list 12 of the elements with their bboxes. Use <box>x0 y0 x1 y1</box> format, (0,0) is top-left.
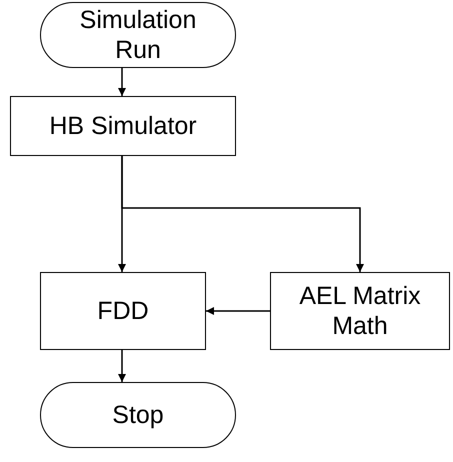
node-label: HB Simulator <box>49 111 197 141</box>
arrow <box>118 68 126 96</box>
node-label: AEL Matrix Math <box>298 281 422 341</box>
node-label: Simulation Run <box>80 5 196 65</box>
node-label: FDD <box>97 296 149 326</box>
process-box <box>40 272 206 350</box>
process-box <box>10 96 236 156</box>
node-label: Stop <box>112 400 164 430</box>
process-box <box>270 272 450 350</box>
arrow <box>206 307 270 315</box>
arrow <box>121 156 364 272</box>
arrow <box>118 350 126 382</box>
